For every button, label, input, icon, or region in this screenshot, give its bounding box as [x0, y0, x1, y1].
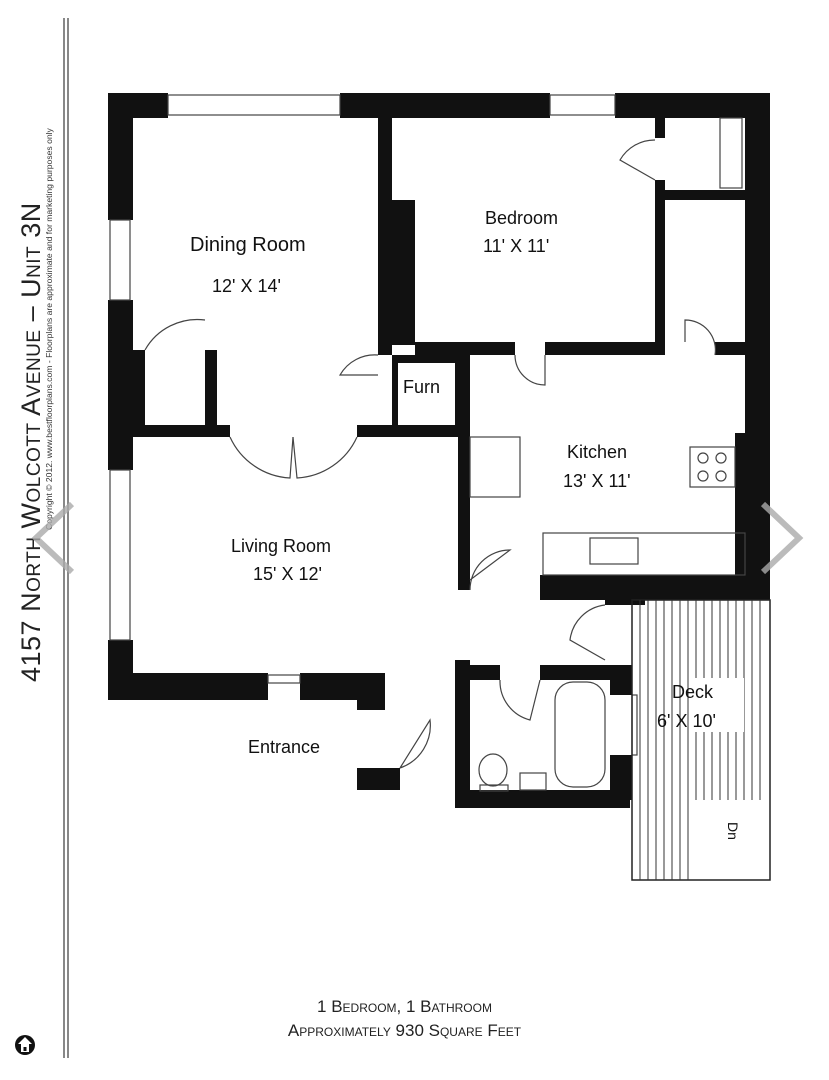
- kitchen-size: 13' X 11': [563, 471, 631, 491]
- bedroom-size: 11' X 11': [483, 236, 549, 256]
- dining-room-size: 12' X 14': [212, 276, 281, 296]
- bed-bath-summary: 1 Bedroom, 1 Bathroom: [317, 997, 492, 1016]
- walls: [108, 93, 770, 808]
- divider-line: [67, 18, 69, 1058]
- bedroom-name: Bedroom: [485, 208, 558, 228]
- stairs-label: Dn: [725, 822, 741, 840]
- living-room-name: Living Room: [231, 536, 331, 556]
- living-room-size: 15' X 12': [253, 564, 322, 584]
- dining-room-name: Dining Room: [190, 234, 306, 256]
- deck-name: Deck: [672, 682, 714, 702]
- fixtures: [109, 94, 746, 792]
- entrance-label: Entrance: [248, 737, 320, 757]
- room-labels: Dining Room 12' X 14' Bedroom 11' X 11' …: [190, 208, 716, 757]
- chevron-right-icon: [760, 501, 804, 575]
- next-arrow-button[interactable]: [755, 500, 805, 576]
- deck: Dn: [631, 599, 771, 881]
- previous-arrow-button[interactable]: [30, 500, 80, 576]
- summary: 1 Bedroom, 1 Bathroom Approximately 930 …: [0, 995, 829, 1043]
- house-logo-icon: [15, 1035, 35, 1055]
- furn-label: Furn: [403, 377, 440, 397]
- square-footage: Approximately 930 Square Feet: [287, 1021, 522, 1040]
- chevron-left-icon: [31, 501, 75, 575]
- divider-line: [63, 18, 65, 1058]
- kitchen-name: Kitchen: [567, 442, 627, 462]
- deck-size: 6' X 10': [657, 711, 716, 731]
